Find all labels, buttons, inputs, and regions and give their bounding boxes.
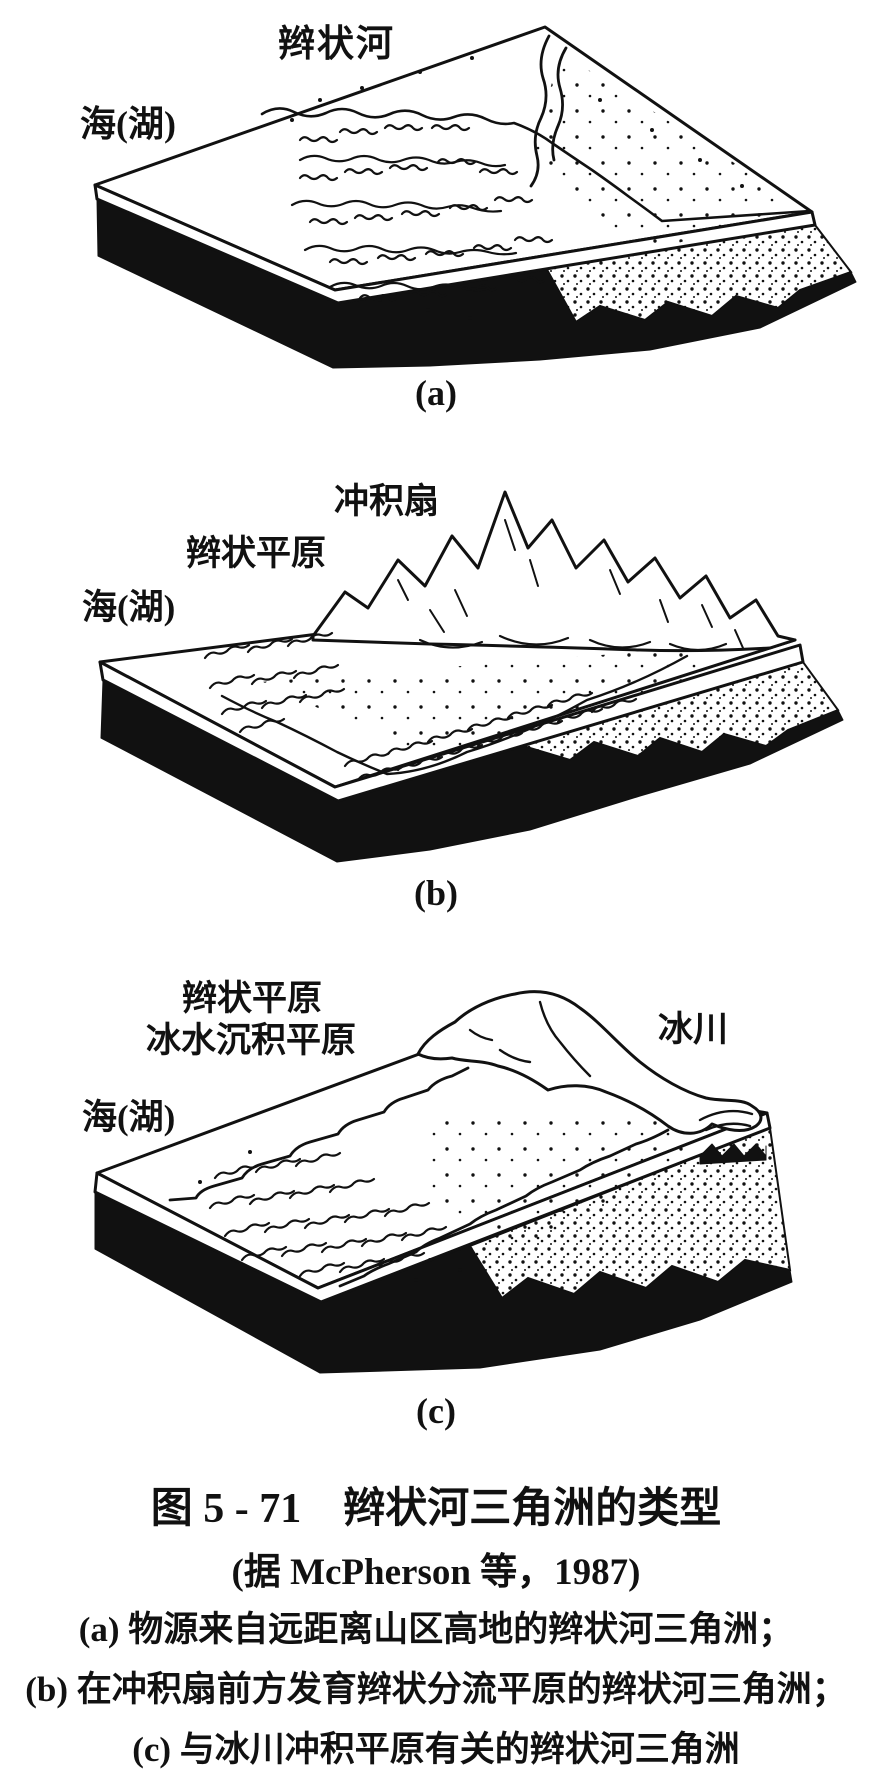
panel-b-tag: (b) <box>414 873 458 913</box>
mountain-ridge <box>311 490 797 653</box>
panel-c-label-sea: 海(湖) <box>82 1098 176 1137</box>
block-a <box>93 25 857 369</box>
panel-b-illustration <box>98 490 844 863</box>
panel-c-label-outwash-plain: 冰水沉积平原 <box>146 1021 357 1060</box>
scatter-dots <box>198 1150 562 1282</box>
block-a-edge-strip <box>93 183 817 305</box>
figure-caption-source: (据 McPherson 等，1987) <box>231 1552 641 1593</box>
glacier-outline <box>416 990 763 1135</box>
figure-caption-title: 图 5 - 71 辫状河三角洲的类型 <box>150 1486 722 1532</box>
glacier-snout-teeth <box>699 1143 767 1165</box>
figure-caption-item-c: (c) 与冰川冲积平原有关的辫状河三角洲 <box>132 1730 740 1769</box>
block-b-edge-strip <box>98 643 805 803</box>
block-c <box>93 990 793 1374</box>
panel-b-label-alluvial-fan: 冲积扇 <box>334 482 440 521</box>
block-b <box>98 490 844 863</box>
back-strip-dots <box>290 56 744 320</box>
block-c-shadow-face <box>94 1191 793 1374</box>
mountain-hatching <box>397 519 744 649</box>
panel-c-tag: (c) <box>416 1391 456 1431</box>
top-face-speckles <box>532 52 805 252</box>
figure-caption-item-a: (a) 物源来自远距离山区高地的辫状河三角洲； <box>78 1610 794 1649</box>
panel-a-tag: (a) <box>415 373 457 413</box>
panel-a-label-sea: 海(湖) <box>80 104 176 144</box>
panel-c-label-glacier: 冰川 <box>658 1010 729 1049</box>
plain-speckles <box>260 648 720 758</box>
panel-a-label-braided-river: 辫状河 <box>278 24 395 65</box>
panel-c-label-braided-plain: 辫状平原 <box>182 979 323 1018</box>
block-c-edge-strip <box>93 1111 772 1304</box>
panel-c-illustration <box>93 990 793 1374</box>
alluvial-fan-arcs <box>418 634 728 652</box>
braided-fan <box>290 154 518 292</box>
block-b-shadow-face <box>100 679 844 863</box>
block-a-shadow-face <box>96 198 857 369</box>
glacier-crevasse-lines <box>468 1000 754 1132</box>
panel-b-label-sea: 海(湖) <box>82 588 176 627</box>
plain-speckles <box>430 1110 700 1250</box>
figure-caption-item-b: (b) 在冲积扇前方发育辫状分流平原的辫状河三角洲； <box>25 1670 847 1709</box>
panel-b-label-braided-plain: 辫状平原 <box>186 534 327 573</box>
panel-a-illustration <box>93 25 857 369</box>
